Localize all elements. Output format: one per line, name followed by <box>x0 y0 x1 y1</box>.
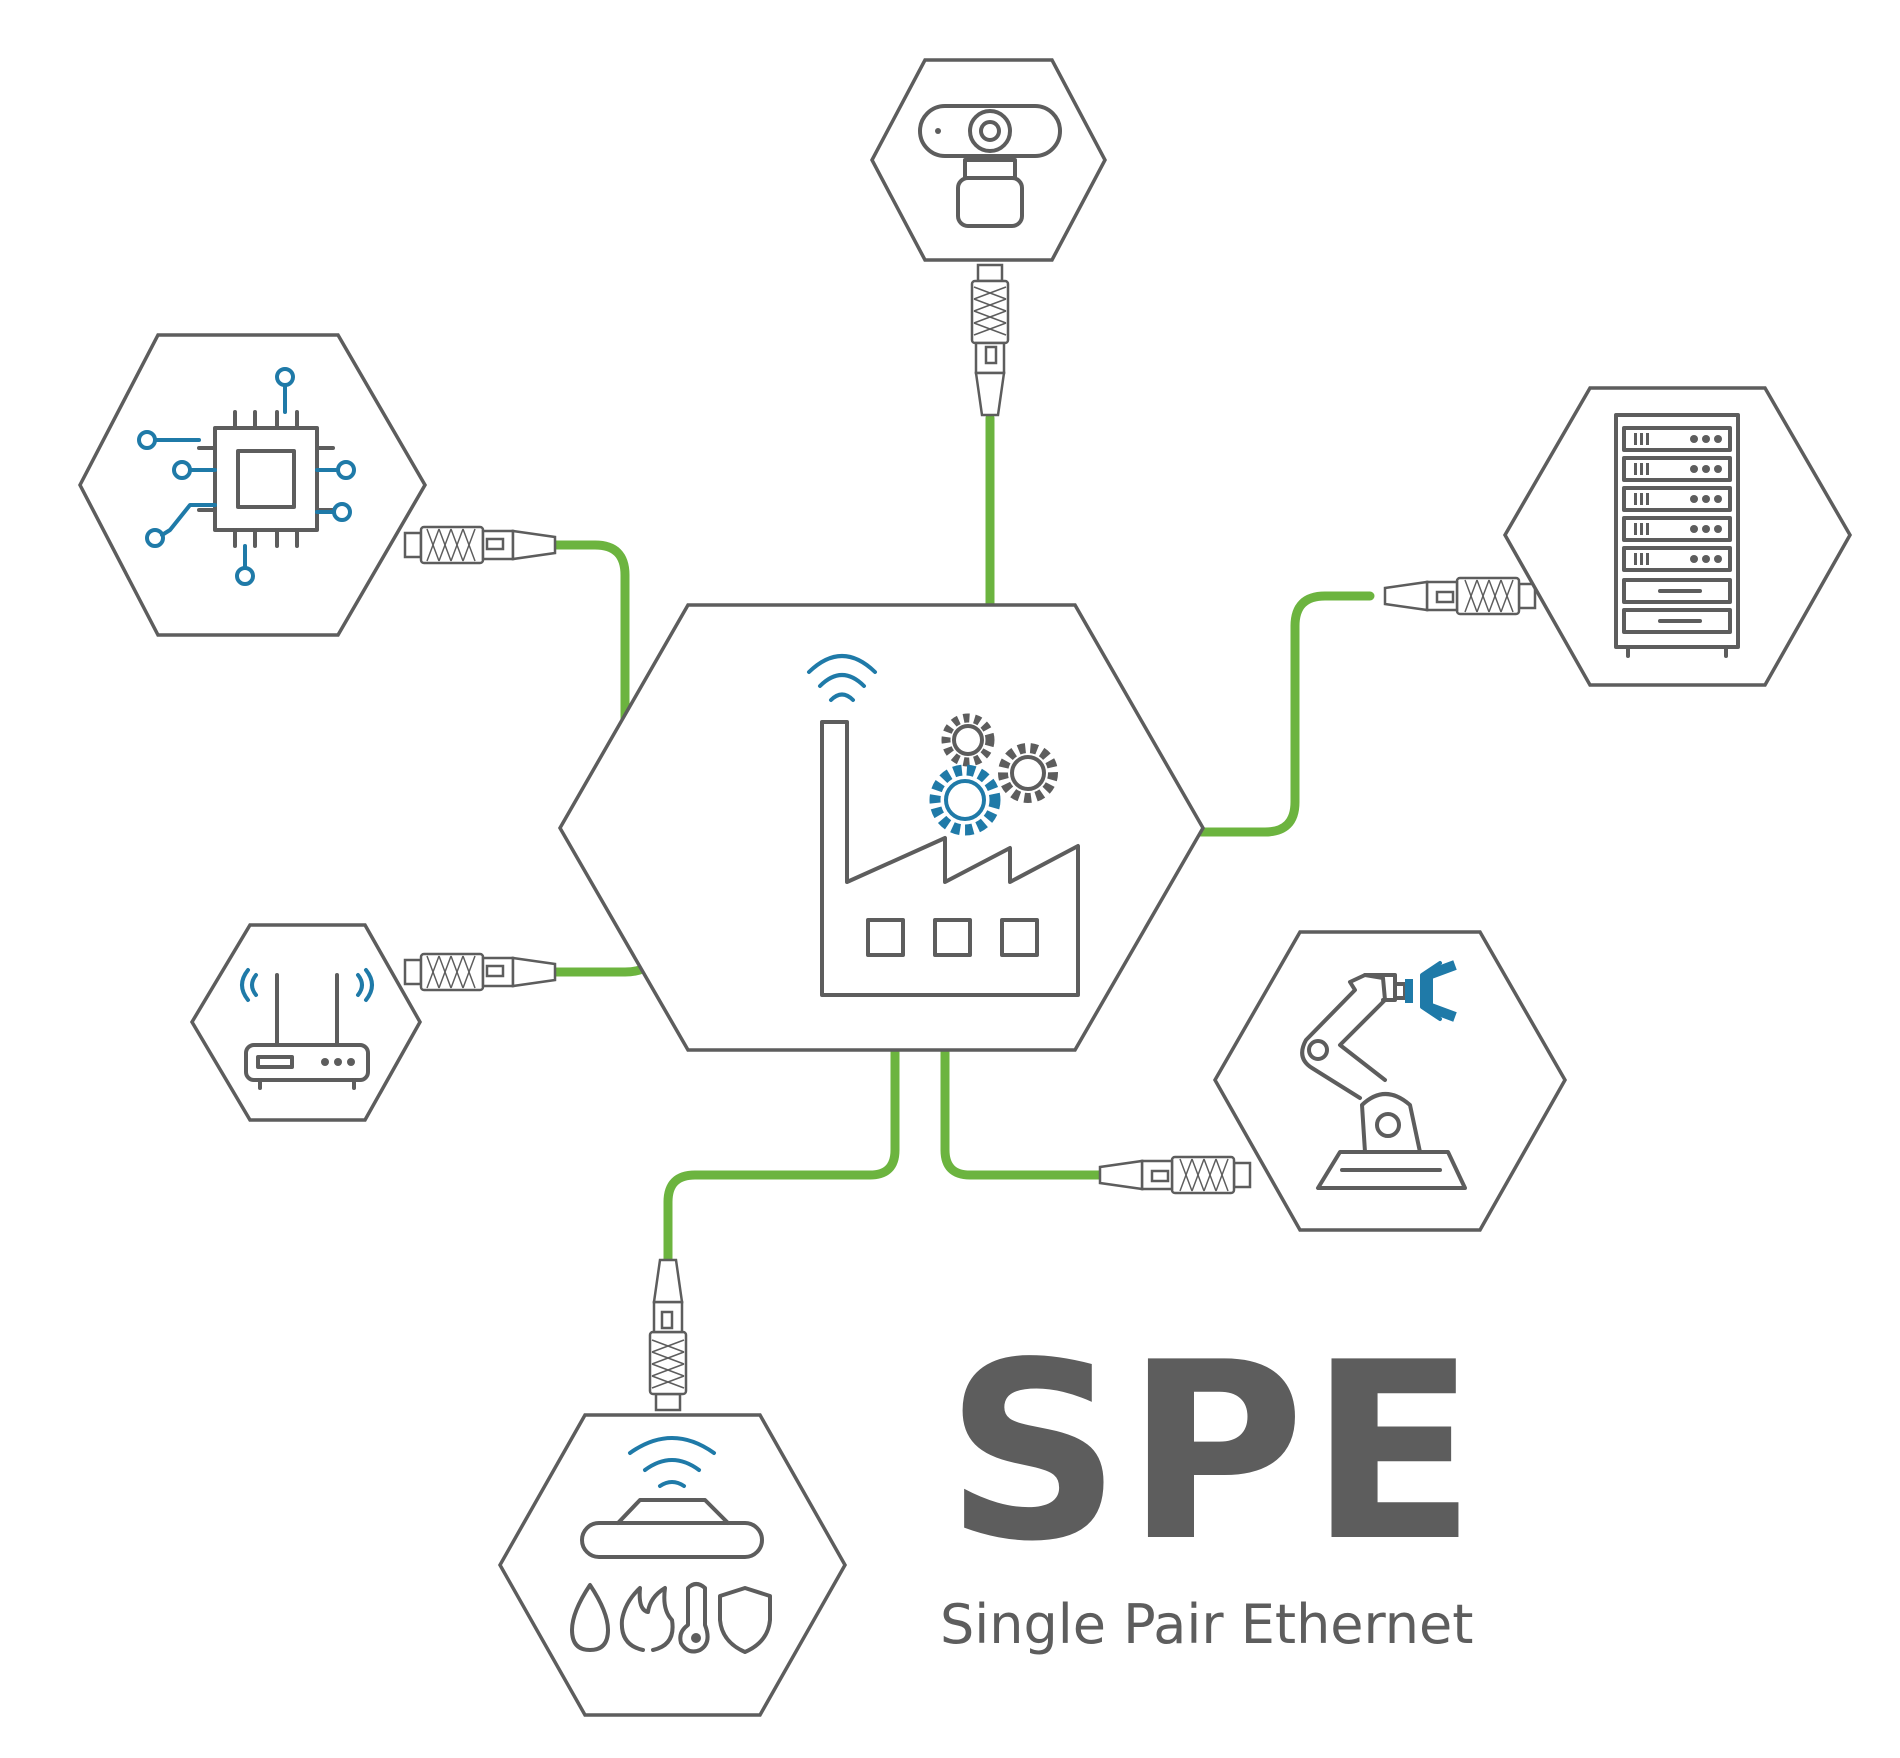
connector-sensor <box>648 1258 688 1412</box>
webcam-icon <box>918 104 1062 228</box>
robot-node <box>1212 930 1568 1232</box>
wireless-router-icon <box>240 968 374 1090</box>
shield-icon <box>718 1586 772 1654</box>
router-node <box>189 923 423 1122</box>
microchip-icon <box>137 367 356 586</box>
environment-sensor-icon <box>570 1436 772 1654</box>
spe-subtitle: Single Pair Ethernet <box>940 1593 1474 1656</box>
gears-icon <box>929 713 1058 836</box>
connector-server <box>1383 576 1537 616</box>
cable-robot <box>940 1040 1105 1180</box>
hub-node <box>557 603 1206 1052</box>
server-node <box>1502 386 1853 687</box>
connector-router <box>403 952 557 992</box>
wifi-icon <box>807 654 877 702</box>
factory-icon <box>820 720 1080 997</box>
sensor-node <box>497 1413 848 1717</box>
connector-robot <box>1098 1155 1252 1195</box>
cable-server <box>1195 591 1375 837</box>
cable-sensor <box>663 1040 900 1265</box>
connector-camera <box>970 263 1010 417</box>
processor-node <box>78 333 428 637</box>
connector-processor <box>403 525 557 565</box>
spe-title: SPE <box>945 1310 1481 1595</box>
robot-arm-icon <box>1300 960 1467 1190</box>
flame-icon <box>619 1586 675 1652</box>
thermometer-icon <box>678 1582 710 1654</box>
camera-node <box>870 58 1107 262</box>
server-rack-icon <box>1614 413 1740 658</box>
water-drop-icon <box>570 1583 610 1652</box>
